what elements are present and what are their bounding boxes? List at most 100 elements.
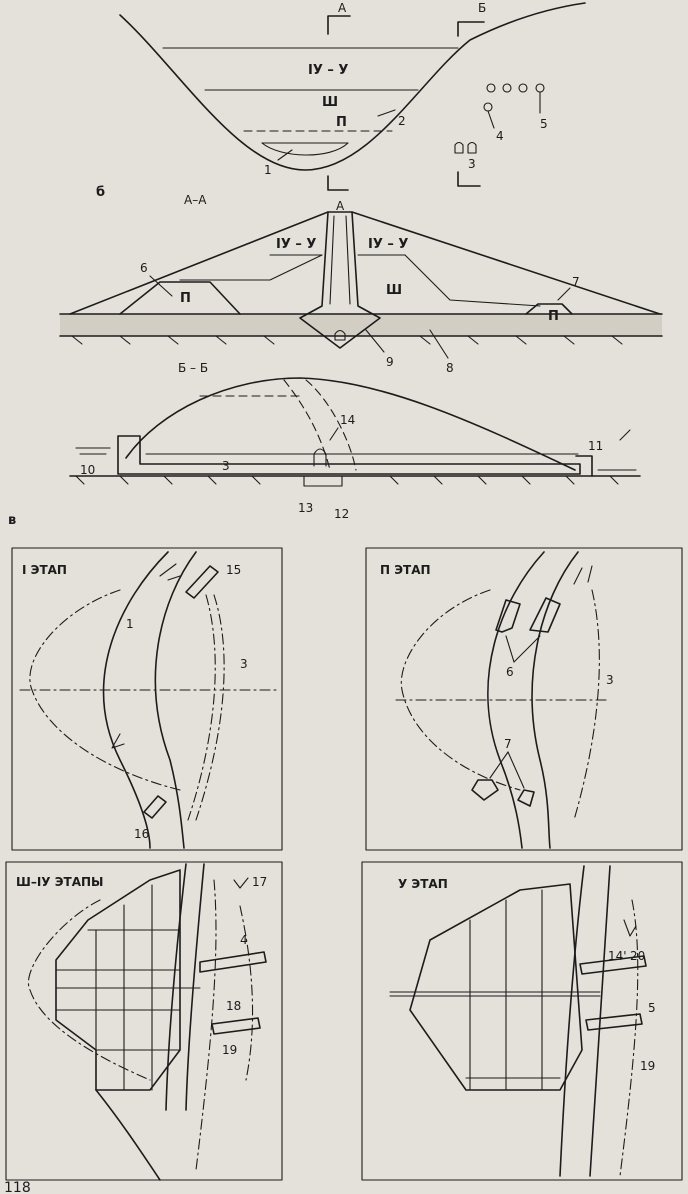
- leader-9: [365, 329, 385, 353]
- label-section-b: Б: [478, 1, 486, 15]
- section-mark-a: А: [336, 199, 345, 213]
- label-stage-45: IУ – У: [308, 63, 348, 78]
- label-3: 3: [222, 459, 230, 473]
- label-3: 3: [468, 157, 476, 171]
- stage1-title: I ЭТАП: [22, 563, 67, 577]
- symbol-circle: [535, 83, 545, 93]
- section-title-aa: А–А: [184, 193, 207, 207]
- leader-6: [505, 635, 515, 663]
- section-marker-a-bottom: [327, 175, 349, 191]
- label-11: 11: [588, 439, 603, 453]
- label-9: 9: [386, 355, 394, 369]
- label-6: 6: [506, 665, 514, 679]
- stage-panel-34: Ш–IУ ЭТАПЫ 17 4 18 19: [5, 861, 283, 1181]
- label-stage-45-left: IУ – У: [276, 237, 316, 252]
- leader-6: [149, 275, 173, 297]
- symbol-circle: [518, 83, 528, 93]
- stage-panel-5: У ЭТАП 14' 20 5 19: [361, 861, 683, 1181]
- label-stage-45-right: IУ – У: [368, 237, 408, 252]
- label-5: 5: [648, 1001, 656, 1015]
- label-19: 19: [222, 1043, 237, 1057]
- dam-outline: [400, 589, 521, 791]
- label-6: 6: [140, 261, 148, 275]
- label-stage-2-left: П: [180, 291, 191, 306]
- label-5: 5: [540, 117, 548, 131]
- dam-crest-profile: [125, 377, 576, 471]
- tunnel-inlet: [185, 565, 219, 599]
- symbol-stem: [487, 110, 495, 129]
- core-dashed-left: [283, 379, 331, 471]
- label-3: 3: [606, 673, 614, 687]
- leader-7: [507, 751, 525, 789]
- symbol-circle: [483, 102, 493, 112]
- diagram-a: А Б IУ – У Ш П 1 2 4 5 3: [119, 1, 586, 191]
- tunnel-line: [619, 899, 639, 1177]
- stage34-title: Ш–IУ ЭТАПЫ: [16, 875, 103, 889]
- label-3: 3: [240, 657, 248, 671]
- diversion-line: [239, 905, 254, 1081]
- stage-panel-1: I ЭТАП 1 3 15 16: [11, 547, 283, 851]
- leader-7: [489, 751, 509, 779]
- label-14: 14: [340, 413, 355, 427]
- symbol-17: [233, 877, 249, 889]
- label-stage-2: П: [336, 115, 347, 130]
- stage-3-right: [404, 254, 541, 307]
- label-12: 12: [334, 507, 349, 521]
- label-4: 4: [240, 933, 248, 947]
- diagram-bb: Б – Б 10 3 11 13 12 14: [69, 361, 641, 521]
- label-20: 20: [630, 949, 645, 963]
- panel-frame: [11, 547, 283, 851]
- river-bank-left: [559, 865, 585, 1177]
- label-2: 2: [398, 114, 406, 128]
- valley-profile: [119, 2, 586, 171]
- label-1: 1: [264, 163, 272, 177]
- outlet-portal: [575, 455, 593, 477]
- river-downstream: [95, 1089, 161, 1181]
- upstream-cofferdam-2: [529, 597, 561, 633]
- river-bank-right: [531, 551, 579, 849]
- dam-body: [55, 869, 181, 1091]
- stage2-title: П ЭТАП: [380, 563, 431, 577]
- river-bank-right: [154, 551, 197, 849]
- tunnel-line: [195, 879, 217, 1171]
- tunnel-plug: [199, 951, 267, 973]
- tunnel-line: [573, 589, 600, 821]
- leader-2: [377, 109, 396, 117]
- river-bank-left: [165, 863, 187, 1111]
- section-marker-b-bottom: [457, 171, 481, 187]
- stage-3-left: [179, 254, 323, 281]
- leader-7: [557, 287, 571, 301]
- river-bank-left: [487, 551, 545, 849]
- panel-letter-b: б: [96, 185, 105, 200]
- upstream-cofferdam-1: [495, 599, 521, 633]
- panel-frame: [365, 547, 683, 851]
- river-channel: [261, 142, 349, 156]
- label-stage-2-right: П: [548, 309, 559, 324]
- core-dashed-right: [305, 379, 357, 471]
- label-17: 17: [252, 875, 267, 889]
- label-13: 13: [298, 501, 313, 515]
- tunnel-plug: [585, 1013, 643, 1031]
- symbol-circle: [486, 83, 496, 93]
- label-7: 7: [504, 737, 512, 751]
- river-bank-right: [589, 865, 611, 1177]
- label-section-a: А: [338, 1, 347, 15]
- flow-arrow: [573, 565, 593, 585]
- stage-panel-2: П ЭТАП 6 7 3: [365, 547, 683, 851]
- symbol-tunnel: [454, 141, 464, 154]
- label-19: 19: [640, 1059, 655, 1073]
- symbol-circle: [502, 83, 512, 93]
- tunnel-line: [195, 594, 225, 821]
- leader-8: [429, 329, 449, 359]
- leader-1: [277, 149, 293, 161]
- downstream-cofferdam: [525, 303, 573, 315]
- tunnel-line: [187, 594, 216, 821]
- label-4: 4: [496, 129, 504, 143]
- section-marker-a-top: [327, 15, 351, 35]
- label-15: 15: [226, 563, 241, 577]
- tunnel-plug: [579, 955, 647, 975]
- flow-arrow: [619, 429, 631, 441]
- dam-outline: [69, 211, 661, 315]
- flow-arrow: [623, 919, 637, 937]
- bedrock-hatch: [71, 335, 623, 345]
